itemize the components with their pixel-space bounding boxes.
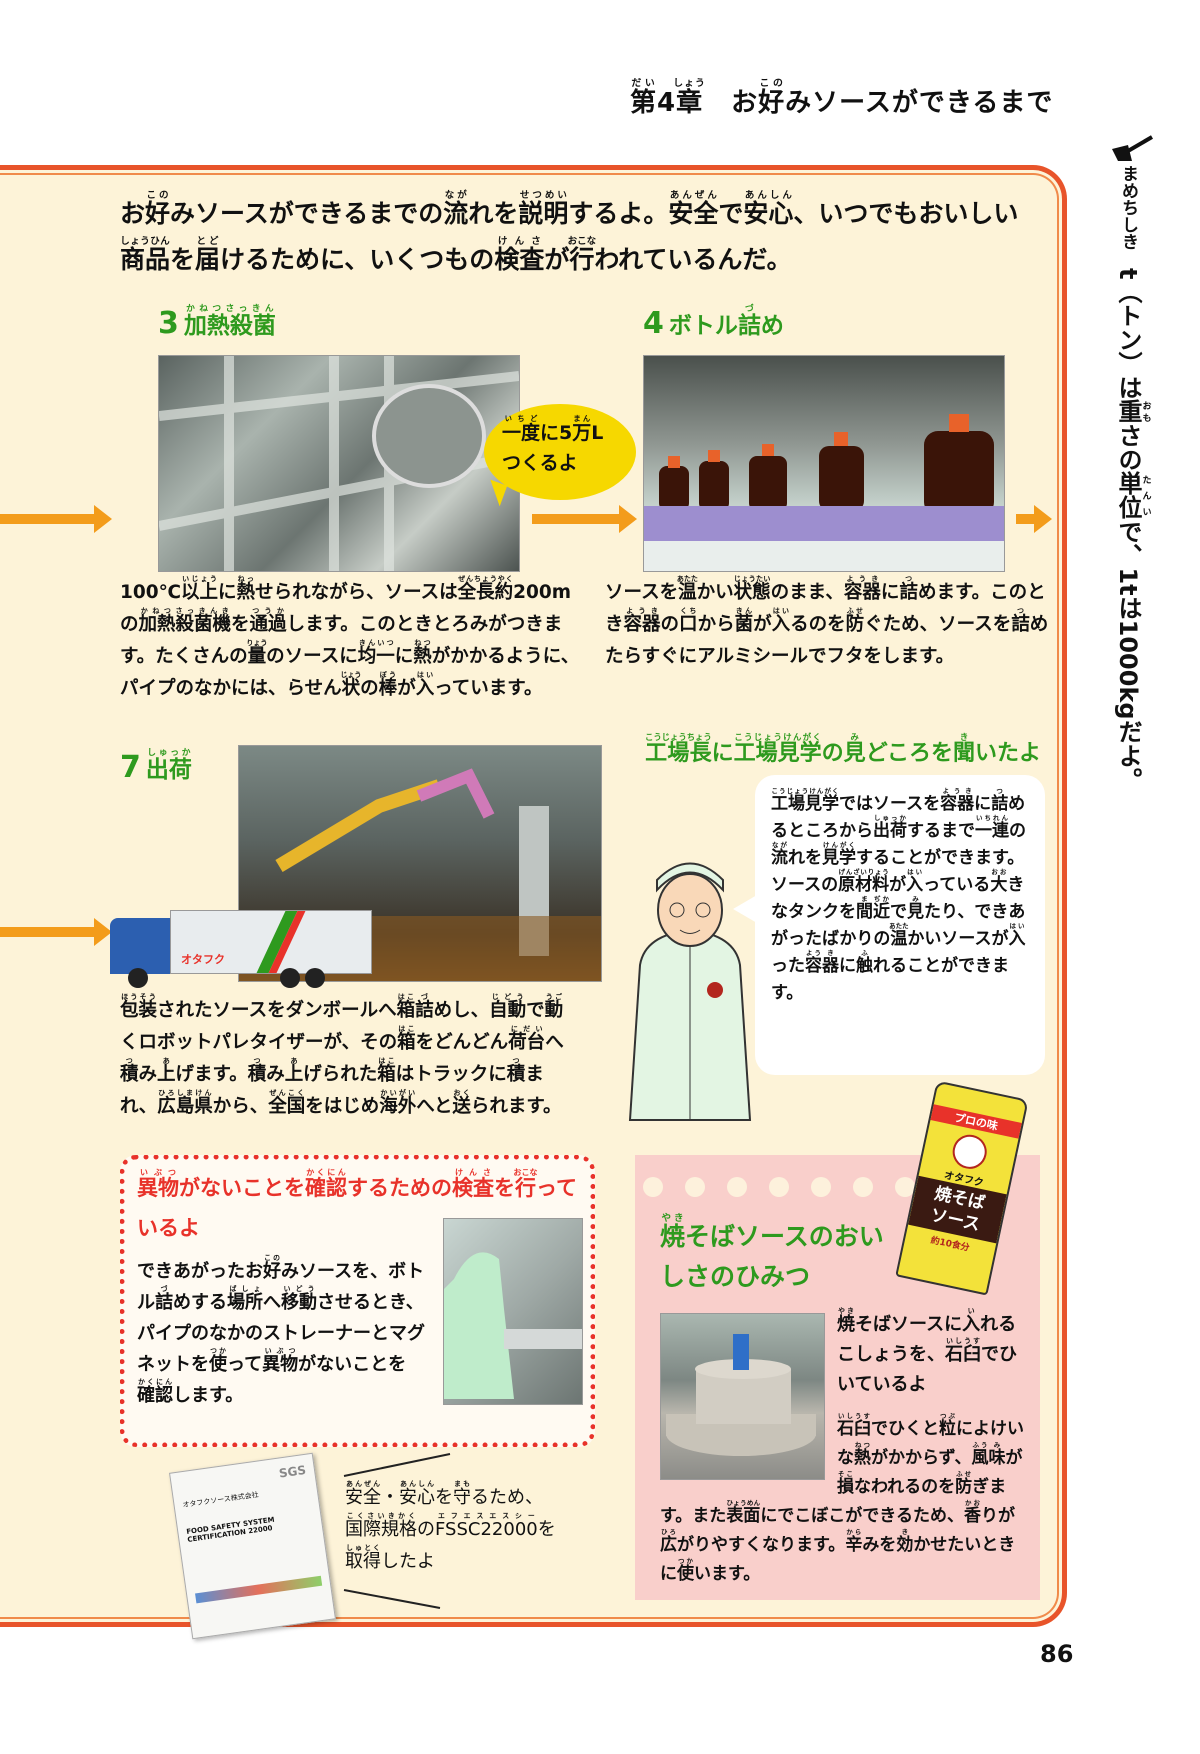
speech-bubble: 一度いちどに5万まんL つくるよ — [484, 404, 636, 500]
inspection-text: できあがったお好このみソースを、ボトル詰づめする場所ばしょへ移動いどうさせるとき… — [137, 1254, 425, 1406]
yakisoba-box: 焼やきそばソースのおいしさのひみつ 焼やきそばソースに入いれるこしょうを、石臼い… — [635, 1155, 1040, 1600]
truck-container: オタフク — [170, 910, 372, 974]
truck-cab — [110, 918, 170, 974]
truck-illustration: オタフク — [110, 910, 372, 990]
intro-text: お好このみソースができるまでの流ながれを説明せつめいするよ。安全あんぜんで安心あ… — [120, 190, 1019, 274]
sterilizer-photo — [158, 355, 520, 572]
inspection-heading: 異物いぶつがないことを確認かくにんするための検査けんさを行おこなっているよ — [137, 1168, 577, 1240]
interview-heading: 工場長こうじょうちょうに工場見学こうじょうけんがくの見みどころを聞きいたよ — [645, 732, 1042, 766]
worker-graphic — [444, 1252, 582, 1399]
flow-arrow-icon — [0, 505, 112, 533]
trivia-text: t（トン）は重おもさの単位たんいで、1tは1000kgだよ。 — [1114, 268, 1150, 792]
chapter-title: 第だい4章しょうお好このみソースができるまで — [630, 78, 1053, 119]
flow-arrow-icon — [1016, 505, 1052, 533]
bottles-graphic — [644, 414, 1004, 571]
bottling-photo — [643, 355, 1005, 572]
brush-icon — [1110, 135, 1154, 161]
yakisoba-lead: 焼やきそばソースに入いれるこしょうを、石臼いしうすでひいているよ — [837, 1307, 1017, 1395]
truck-logo: オタフク — [181, 953, 225, 966]
product-tagline: プロの味 — [930, 1104, 1022, 1139]
step-3-text: 100℃以上いじょうに熱ねっせられながら、ソースは全長約ぜんちょうやく200mの… — [120, 574, 580, 699]
step-number: 4 — [643, 306, 664, 341]
pipes-graphic — [159, 356, 519, 571]
yakisoba-content: 焼やきそばソースに入いれるこしょうを、石臼いしうすでひいているよ 石臼いしうすで… — [660, 1307, 1030, 1589]
certification-text: 安全あんぜん・安心あんしんを守まもるため、国際規格こくさいきかくのFSSC220… — [345, 1480, 556, 1572]
bubble-line-1: 一度いちどに5万まんL — [502, 414, 604, 444]
certificate-document: SGS オタフクソース株式会社 FOOD SAFETY SYSTEM CERTI… — [169, 1452, 336, 1640]
step-4-text: ソースを温あたたかい状態じょうたいのまま、容器ようきに詰つめます。このとき容器よ… — [605, 574, 1049, 667]
step-7-text: 包装ほうそうされたソースをダンボールへ箱はこ詰づめし、自動じどうで動うごくロボッ… — [120, 992, 564, 1117]
inspection-box: 異物いぶつがないことを確認かくにんするための検査けんさを行おこなっているよ でき… — [120, 1155, 595, 1447]
chapter-name: お好このみソースができるまで — [731, 78, 1054, 118]
step-title: ボトル詰づめ — [668, 304, 784, 339]
inspection-photo — [443, 1218, 583, 1405]
interview-bubble: 工場見学こうじょうけんがくではソースを容器ようきに詰つめるところから出荷しゅっか… — [733, 775, 1045, 1075]
trivia-label: まめちしき — [1118, 165, 1138, 250]
factory-manager-illustration — [628, 862, 752, 1121]
millstone-photo — [660, 1313, 825, 1480]
page-number: 86 — [1040, 1640, 1074, 1668]
step-title: 加熱殺菌かねつさっきん — [183, 304, 276, 339]
certificate-title: FOOD SAFETY SYSTEM CERTIFICATION 22000 — [185, 1515, 276, 1544]
millstone-graphic — [666, 1334, 816, 1456]
flow-arrow-icon — [532, 505, 637, 533]
step-number: 3 — [158, 306, 179, 341]
chapter-number: 第だい4章しょう — [630, 78, 706, 118]
product-logo-icon — [949, 1131, 990, 1172]
bubble-line-2: つくるよ — [502, 452, 578, 474]
step-number: 7 — [120, 750, 141, 785]
step-title: 出荷しゅっか — [145, 748, 192, 783]
trivia-sidebar: まめちしき t（トン）は重おもさの単位たんいで、1tは1000kgだよ。 — [1108, 165, 1150, 925]
yakisoba-text: 石臼いしうすでひくと粒つぶによけいな熱ねつがかからず、風ふう味みが損そこなわれる… — [660, 1412, 1024, 1584]
flow-arrow-icon — [0, 918, 112, 946]
decorative-lines — [343, 1453, 451, 1609]
yakisoba-heading: 焼やきそばソースのおいしさのひみつ — [660, 1213, 884, 1291]
